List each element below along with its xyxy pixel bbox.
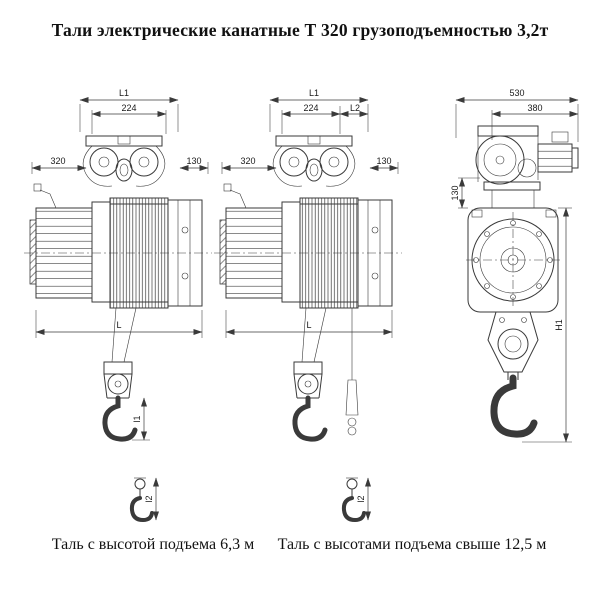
sheave-b bbox=[297, 373, 319, 395]
dimensions-side-b: 320 130 bbox=[221, 156, 399, 174]
suspension-plate-c bbox=[487, 311, 539, 373]
main-hook-a bbox=[102, 395, 138, 442]
motor-end-cap-a bbox=[29, 219, 37, 285]
suspension-eye-a bbox=[115, 158, 133, 182]
drawing-hoist-b: L1 224 L2 bbox=[214, 88, 402, 523]
suspension-eye-b bbox=[305, 158, 323, 182]
bearing-housing-a bbox=[91, 201, 111, 303]
trolley-wheel-left-a bbox=[89, 147, 119, 177]
aux-hook-b bbox=[341, 496, 366, 523]
sheave-a bbox=[107, 373, 129, 395]
dimension-bottom-b: L bbox=[225, 310, 393, 338]
power-cable-a bbox=[39, 189, 57, 209]
dim-label-320-b: 320 bbox=[240, 156, 255, 166]
dimension-bottom-a: L bbox=[35, 310, 203, 338]
dim-label-380-c: 380 bbox=[527, 103, 542, 113]
motor-end-cap-b bbox=[219, 219, 227, 285]
dim-label-130-a: 130 bbox=[186, 156, 201, 166]
dim-label-L1-a: L1 bbox=[119, 88, 129, 98]
drawing-hoist-a: L1 224 bbox=[24, 88, 212, 523]
hook-suspension-c bbox=[487, 311, 539, 438]
main-hook-c bbox=[490, 374, 538, 438]
dim-label-l1-a: l1 bbox=[132, 415, 142, 422]
hook-block-b bbox=[292, 307, 328, 442]
dim-label-530-c: 530 bbox=[509, 88, 524, 98]
dim-label-l2-a: l2 bbox=[144, 495, 154, 502]
dim-label-L-a: L bbox=[116, 320, 121, 330]
hoist-drawings: L1 224 bbox=[24, 88, 579, 523]
page-title: Тали электрические канатные Т 320 грузоп… bbox=[51, 20, 549, 40]
trolley-wheel-left-b bbox=[279, 147, 309, 177]
caption-hoist-6-3m: Таль с высотой подъема 6,3 м bbox=[51, 536, 255, 553]
dim-label-224-a: 224 bbox=[121, 103, 136, 113]
dim-label-320-a: 320 bbox=[50, 156, 65, 166]
hoist-body-a bbox=[24, 183, 212, 309]
dimensions-top-c: 530 380 bbox=[455, 88, 579, 142]
trolley-wheel-right-a bbox=[129, 147, 159, 177]
trolley-wheel-right-b bbox=[319, 147, 349, 177]
aux-hook-a bbox=[129, 496, 154, 523]
trolley-wheel-c bbox=[475, 135, 525, 185]
auxiliary-hook-b: l2 bbox=[341, 477, 371, 523]
housing-c bbox=[466, 207, 560, 313]
dim-label-L-b: L bbox=[306, 320, 311, 330]
travel-motor-c bbox=[537, 143, 573, 173]
dim-label-224-b: 224 bbox=[303, 103, 318, 113]
trolley-b bbox=[272, 135, 356, 187]
dim-label-H1-c: H1 bbox=[554, 319, 564, 331]
power-cable-b bbox=[229, 189, 247, 209]
suspension-boss-c bbox=[497, 328, 529, 360]
dimension-height-c: H1 bbox=[522, 207, 572, 443]
drawing-hoist-c: 530 380 bbox=[450, 88, 579, 443]
caption-hoist-over-12-5m: Таль с высотами подъема свыше 12,5 м bbox=[277, 536, 547, 553]
trolley-a bbox=[82, 135, 166, 187]
dim-label-L1-b: L1 bbox=[309, 88, 319, 98]
main-hook-b bbox=[292, 395, 328, 442]
dimensions-top-a: L1 224 bbox=[79, 88, 179, 134]
auxiliary-hook-a: l2 bbox=[129, 477, 159, 523]
dimension-left-c: 130 bbox=[450, 177, 480, 209]
hoist-body-b bbox=[214, 183, 402, 309]
hook-block-a: l1 bbox=[102, 307, 150, 442]
bearing-housing-b bbox=[281, 201, 301, 303]
rope-end-b bbox=[345, 308, 359, 436]
dim-label-l2-b: l2 bbox=[356, 495, 366, 502]
trolley-side-c bbox=[475, 125, 579, 208]
dimensions-top-b: L1 224 L2 bbox=[269, 88, 369, 134]
dim-label-130-c: 130 bbox=[450, 185, 460, 200]
dimensions-side-a: 320 130 bbox=[31, 156, 209, 174]
dim-label-130-b: 130 bbox=[376, 156, 391, 166]
dim-label-L2-b: L2 bbox=[350, 103, 360, 113]
